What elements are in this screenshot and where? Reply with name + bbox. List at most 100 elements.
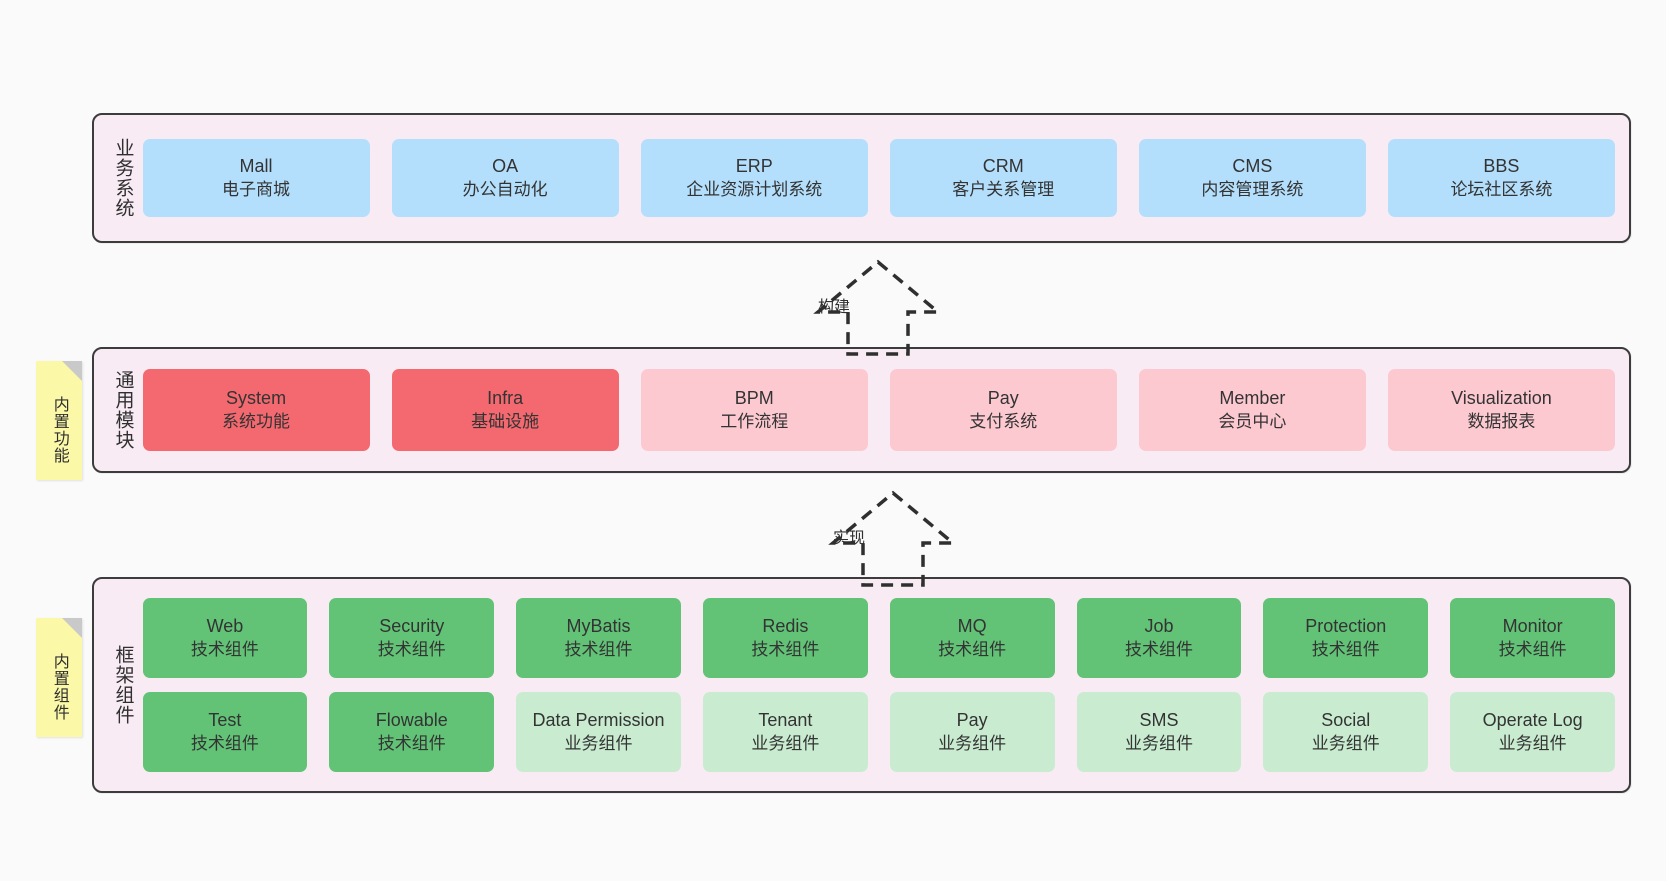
common-module-row: System 系统功能 Infra 基础设施 BPM 工作流程 Pay 支付系统… [142, 369, 1615, 451]
framework-box-test-en: Test [208, 710, 242, 731]
business-box-cms-cn: 内容管理系统 [1201, 179, 1304, 199]
business-box-bbs-cn: 论坛社区系统 [1450, 179, 1553, 199]
common-box-pay[interactable]: Pay 支付系统 [889, 369, 1117, 451]
business-box-oa[interactable]: OA 办公自动化 [391, 139, 619, 217]
connector-build-label: 构建 [818, 299, 851, 316]
framework-box-social[interactable]: Social 业务组件 [1263, 692, 1429, 772]
business-system-row: Mall 电子商城 OA 办公自动化 ERP 企业资源计划系统 CRM 客户关系… [142, 139, 1615, 217]
common-box-visualization[interactable]: Visualization 数据报表 [1387, 369, 1615, 451]
framework-box-operate-log-cn: 业务组件 [1498, 733, 1567, 753]
common-box-pay-cn: 支付系统 [969, 411, 1038, 431]
framework-box-redis-en: Redis [762, 616, 809, 637]
common-box-member-cn: 会员中心 [1218, 411, 1287, 431]
business-system-boxes: Mall 电子商城 OA 办公自动化 ERP 企业资源计划系统 CRM 客户关系… [142, 115, 1615, 241]
builtin-component-note: 内置组件 [36, 618, 82, 737]
framework-box-monitor-cn: 技术组件 [1498, 639, 1567, 659]
framework-box-mybatis-cn: 技术组件 [564, 639, 633, 659]
framework-box-mq[interactable]: MQ 技术组件 [889, 598, 1055, 678]
framework-component-row-technical: Web 技术组件 Security 技术组件 MyBatis 技术组件 Redi… [142, 598, 1616, 678]
framework-box-tenant-en: Tenant [758, 710, 813, 731]
framework-box-tenant[interactable]: Tenant 业务组件 [702, 692, 868, 772]
framework-box-operate-log[interactable]: Operate Log 业务组件 [1450, 692, 1616, 772]
common-box-infra[interactable]: Infra 基础设施 [391, 369, 619, 451]
framework-box-security-cn: 技术组件 [377, 639, 446, 659]
framework-box-web[interactable]: Web 技术组件 [142, 598, 308, 678]
common-box-system-cn: 系统功能 [222, 411, 291, 431]
business-system-caption: 业务系统 [112, 138, 134, 218]
framework-box-pay-en: Pay [956, 710, 988, 731]
framework-box-job[interactable]: Job 技术组件 [1076, 598, 1242, 678]
business-box-crm-cn: 客户关系管理 [952, 179, 1055, 199]
business-box-mall-cn: 电子商城 [222, 179, 291, 199]
business-box-erp[interactable]: ERP 企业资源计划系统 [640, 139, 868, 217]
common-box-member-en: Member [1219, 388, 1286, 409]
business-box-mall[interactable]: Mall 电子商城 [142, 139, 370, 217]
business-box-mall-en: Mall [239, 156, 273, 177]
framework-box-test[interactable]: Test 技术组件 [142, 692, 308, 772]
framework-box-social-en: Social [1321, 710, 1371, 731]
framework-box-protection-en: Protection [1305, 616, 1387, 637]
framework-box-flowable[interactable]: Flowable 技术组件 [329, 692, 495, 772]
builtin-function-note-text: 内置功能 [50, 395, 68, 464]
business-system-layer: 业务系统 Mall 电子商城 OA 办公自动化 ERP 企业资源计划系统 CRM… [92, 113, 1631, 243]
framework-box-job-cn: 技术组件 [1124, 639, 1193, 659]
framework-box-redis[interactable]: Redis 技术组件 [702, 598, 868, 678]
business-box-crm[interactable]: CRM 客户关系管理 [889, 139, 1117, 217]
builtin-function-note: 内置功能 [36, 361, 82, 480]
framework-box-mq-cn: 技术组件 [938, 639, 1007, 659]
framework-box-redis-cn: 技术组件 [751, 639, 820, 659]
business-box-bbs-en: BBS [1483, 156, 1520, 177]
framework-box-data-permission[interactable]: Data Permission 业务组件 [516, 692, 681, 772]
common-box-bpm[interactable]: BPM 工作流程 [640, 369, 868, 451]
framework-box-sms[interactable]: SMS 业务组件 [1076, 692, 1242, 772]
note-fold-corner-icon [62, 361, 82, 381]
note-fold-corner-icon [62, 618, 82, 638]
common-box-infra-cn: 基础设施 [471, 411, 540, 431]
framework-component-boxes: Web 技术组件 Security 技术组件 MyBatis 技术组件 Redi… [142, 579, 1616, 791]
framework-box-operate-log-en: Operate Log [1482, 710, 1583, 731]
framework-box-job-en: Job [1144, 616, 1174, 637]
framework-box-protection[interactable]: Protection 技术组件 [1263, 598, 1429, 678]
business-box-cms-en: CMS [1232, 156, 1273, 177]
business-box-oa-cn: 办公自动化 [462, 179, 548, 199]
framework-component-caption: 框架组件 [112, 645, 134, 725]
business-box-erp-en: ERP [735, 156, 773, 177]
framework-box-mq-en: MQ [957, 616, 987, 637]
connector-build-arrow [813, 259, 943, 356]
framework-box-pay-cn: 业务组件 [938, 733, 1007, 753]
framework-box-security[interactable]: Security 技术组件 [329, 598, 495, 678]
common-box-member[interactable]: Member 会员中心 [1138, 369, 1366, 451]
framework-box-protection-cn: 技术组件 [1311, 639, 1380, 659]
common-box-system-en: System [226, 388, 287, 409]
framework-component-row-business: Test 技术组件 Flowable 技术组件 Data Permission … [142, 692, 1616, 772]
common-box-visualization-cn: 数据报表 [1467, 411, 1536, 431]
framework-box-pay[interactable]: Pay 业务组件 [889, 692, 1055, 772]
business-box-erp-cn: 企业资源计划系统 [686, 179, 823, 199]
common-module-caption: 通用模块 [112, 370, 134, 450]
common-box-pay-en: Pay [987, 388, 1019, 409]
framework-box-test-cn: 技术组件 [190, 733, 259, 753]
framework-box-flowable-cn: 技术组件 [377, 733, 446, 753]
framework-box-flowable-en: Flowable [375, 710, 448, 731]
framework-box-tenant-cn: 业务组件 [751, 733, 820, 753]
common-module-layer: 通用模块 System 系统功能 Infra 基础设施 BPM 工作流程 Pay… [92, 347, 1631, 473]
framework-box-mybatis[interactable]: MyBatis 技术组件 [516, 598, 681, 678]
business-box-bbs[interactable]: BBS 论坛社区系统 [1387, 139, 1615, 217]
framework-box-security-en: Security [379, 616, 445, 637]
framework-box-monitor-en: Monitor [1502, 616, 1563, 637]
common-box-bpm-en: BPM [734, 388, 774, 409]
framework-box-monitor[interactable]: Monitor 技术组件 [1450, 598, 1616, 678]
framework-box-sms-en: SMS [1139, 710, 1179, 731]
business-box-cms[interactable]: CMS 内容管理系统 [1138, 139, 1366, 217]
common-box-infra-en: Infra [487, 388, 524, 409]
framework-box-social-cn: 业务组件 [1311, 733, 1380, 753]
common-box-visualization-en: Visualization [1451, 388, 1552, 409]
connector-implement-label: 实现 [833, 530, 866, 547]
framework-component-layer: 框架组件 Web 技术组件 Security 技术组件 MyBatis 技术组件… [92, 577, 1631, 793]
framework-box-data-permission-en: Data Permission [532, 710, 665, 731]
business-box-crm-en: CRM [982, 156, 1024, 177]
framework-box-data-permission-cn: 业务组件 [564, 733, 633, 753]
common-module-boxes: System 系统功能 Infra 基础设施 BPM 工作流程 Pay 支付系统… [142, 349, 1615, 471]
common-box-system[interactable]: System 系统功能 [142, 369, 370, 451]
builtin-component-note-text: 内置组件 [50, 652, 68, 721]
